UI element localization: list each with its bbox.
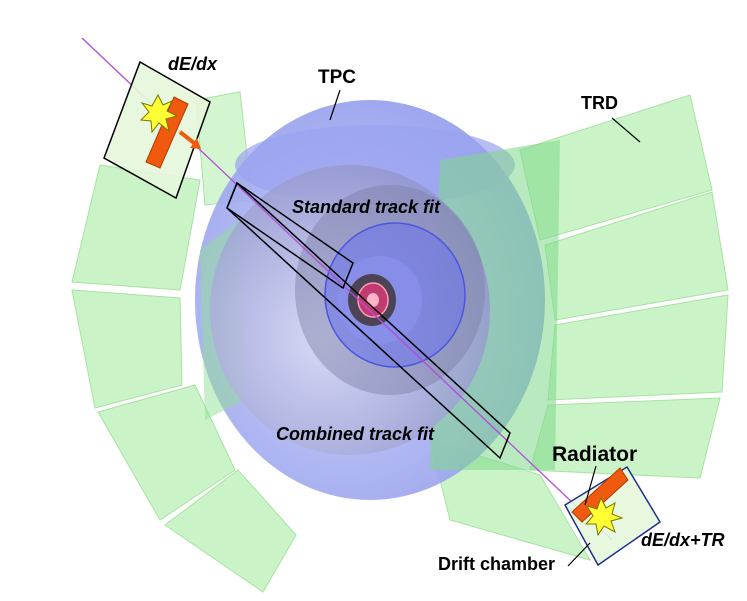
arrow-head [190, 138, 201, 149]
radiator-leader [584, 465, 597, 506]
combined-fit-bracket [226, 181, 511, 460]
dedx-tr-detector-bottom [563, 465, 662, 567]
dedx-detector-top [103, 60, 211, 200]
flash-icon [139, 93, 179, 134]
its-core-center [367, 293, 379, 307]
drift-chamber-label: Drift chamber [438, 554, 556, 574]
drift-leader [567, 542, 591, 567]
tpc-leader [329, 89, 341, 121]
combined-track-fit-label: Combined track fit [276, 424, 435, 444]
dedx-tr-label: dE/dx+TR [641, 530, 725, 550]
trd-module [164, 469, 297, 593]
trd-modules-left [71, 91, 297, 593]
standard-track-fit-label: Standard track fit [292, 197, 441, 217]
radiator-label: Radiator [552, 443, 638, 466]
trd-module [71, 289, 183, 409]
trd-leader [611, 117, 641, 143]
tpc-label: TPC [318, 67, 356, 88]
dedx-label: dE/dx [168, 54, 218, 74]
trd-module [97, 384, 236, 521]
flash-icon [584, 496, 624, 537]
trd-label: TRD [581, 93, 618, 113]
